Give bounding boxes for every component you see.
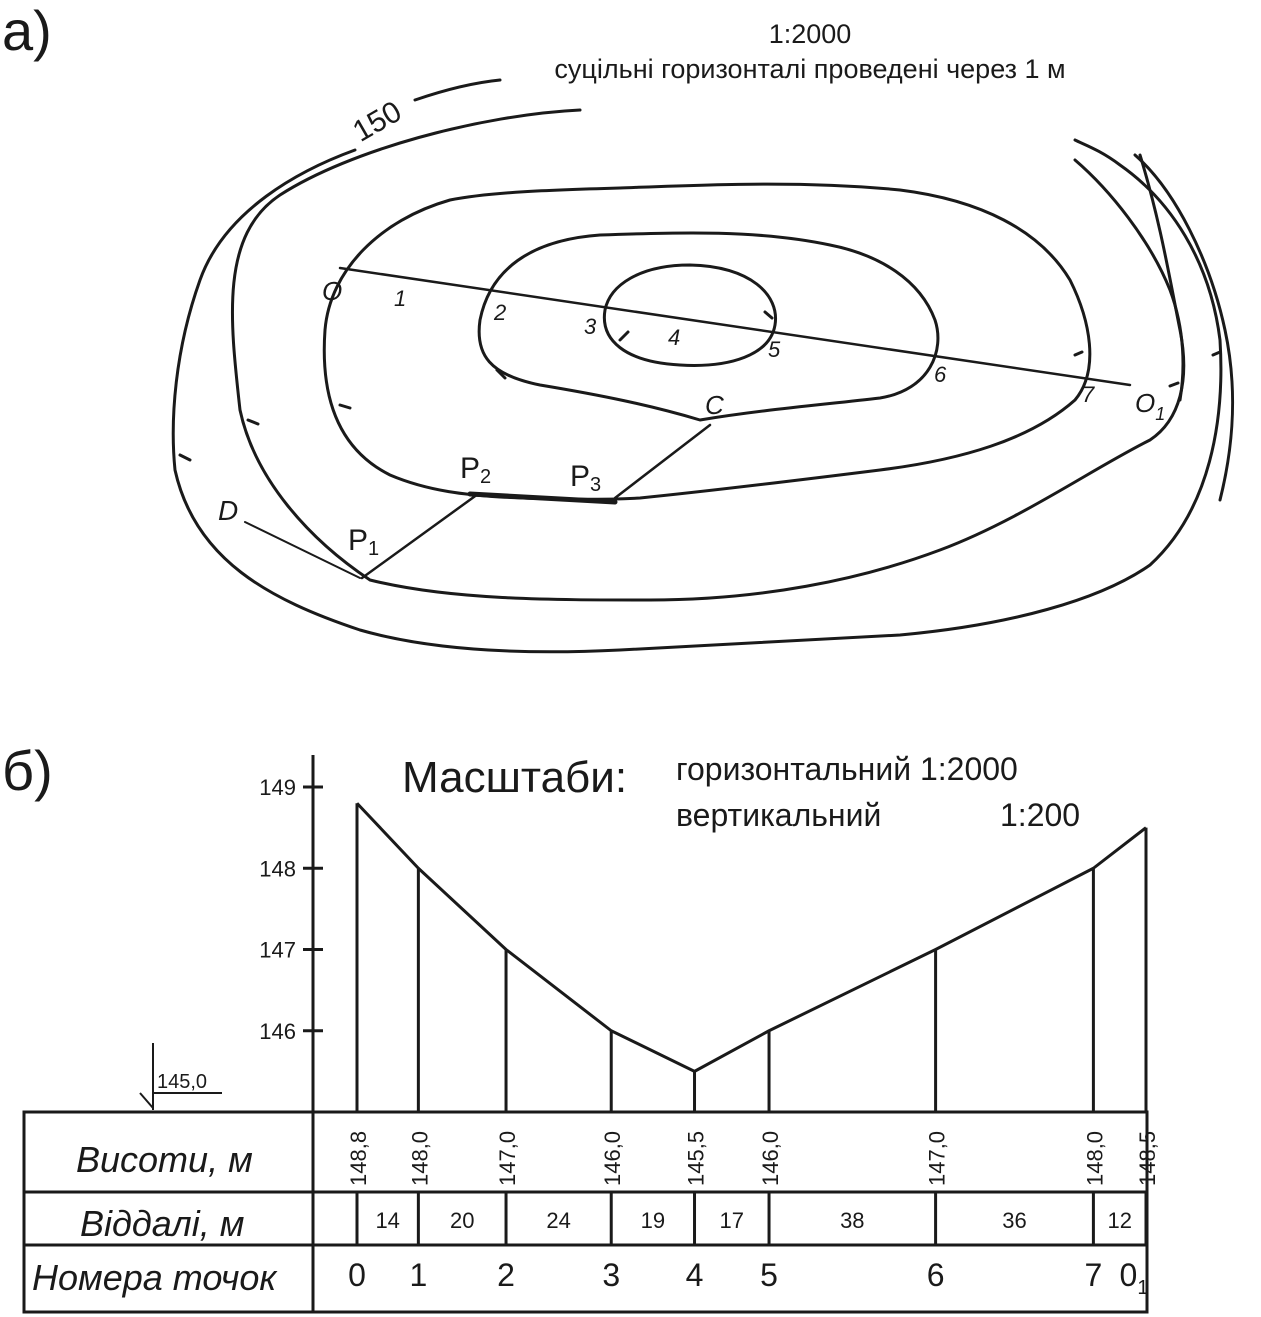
label-o1-sub: 1 [1155,404,1165,424]
contour-right-outer [1133,153,1235,502]
label-p3: P3 [570,460,601,496]
distance-label-4: 17 [720,1208,744,1233]
y-tick-label-147: 147 [259,938,296,963]
label-num-4: 4 [668,325,680,350]
part-a-label: а) [2,0,52,62]
point-number-3: 3 [602,1257,620,1293]
elevation-label-5: 146,0 [758,1131,783,1186]
contour-right-outer-2 [1073,158,1185,402]
scale-horizontal: горизонтальний 1:2000 [676,751,1018,787]
point-number-4: 4 [686,1257,704,1293]
distance-label-2: 24 [546,1208,570,1233]
profile-verticals [355,803,1148,1112]
point-number-5: 5 [760,1257,778,1293]
point-number-8: 01 [1120,1257,1149,1299]
label-p2: P2 [460,452,491,488]
segment-p2-p3 [467,491,618,505]
point-number-sub-8: 1 [1137,1277,1148,1299]
profile-elevation-line [355,802,1147,1073]
contour-2 [230,108,1186,602]
elevation-label-1: 148,0 [407,1131,432,1186]
part-b-label: б) [2,739,53,802]
elevation-label-6: 147,0 [925,1131,950,1186]
slope-ticks [178,310,1222,462]
label-num-1: 1 [394,286,406,311]
row-label-numbers: Номера точок [32,1257,278,1298]
datum-marker [139,1043,222,1110]
line-d [244,521,361,579]
elevation-label-4: 145,5 [684,1131,709,1186]
label-num-7: 7 [1082,382,1095,407]
contour-150 [171,138,1223,654]
row-label-distances: Віддалі, м [80,1203,244,1244]
point-number-0: 0 [348,1257,366,1293]
profile-line [338,266,1132,387]
y-axis: 146 147 148 149 [259,755,323,1112]
label-p1: P1 [348,524,379,560]
contour-4 [477,231,940,422]
label-num-6: 6 [934,362,947,387]
distance-labels: 14 20 24 19 17 38 36 12 [375,1208,1132,1233]
distance-label-3: 19 [641,1208,665,1233]
y-tick-label-148: 148 [259,856,296,881]
label-c: C [705,390,724,420]
datum-label: 145,0 [157,1071,207,1093]
distance-label-6: 36 [1002,1208,1026,1233]
label-p2-sub: 2 [480,466,491,488]
map-scale: 1:2000 [769,19,852,49]
point-number-6: 6 [927,1257,945,1293]
y-tick-label-146: 146 [259,1019,296,1044]
distance-label-7: 12 [1107,1208,1131,1233]
line-p1-p2 [360,492,480,580]
distance-label-0: 14 [375,1208,399,1233]
elevation-label-3: 146,0 [600,1131,625,1186]
distance-dividers [355,1192,1148,1245]
elevation-label-0: 148,8 [346,1131,371,1186]
contour-150-tail [413,78,502,102]
distance-label-5: 38 [840,1208,864,1233]
contour-label-150: 150 [347,95,407,149]
label-p3-sub: 3 [590,474,601,496]
label-d: D [218,495,238,526]
scale-vertical-value: 1:200 [1000,797,1080,833]
contour-5 [602,263,778,367]
y-tick-label-149: 149 [259,775,296,800]
label-o1: O1 [1135,388,1165,424]
contour-3 [322,182,1092,501]
elevation-labels: 148,8 148,0 147,0 146,0 145,5 146,0 147,0 148,0… [346,1131,1160,1186]
label-num-5: 5 [768,337,781,362]
scale-vertical-label: вертикальний [676,797,881,833]
contour-map [171,78,1235,654]
elevation-label-8: 148,5 [1135,1131,1160,1186]
row-label-heights: Висоти, м [76,1139,253,1180]
label-o: O [322,276,342,306]
label-num-3: 3 [584,314,597,339]
point-number-7: 7 [1085,1257,1103,1293]
contour-note: суцільні горизонталі проведені через 1 м [554,54,1065,84]
elevation-label-2: 147,0 [495,1131,520,1186]
point-number-2: 2 [497,1257,515,1293]
scales-title: Масштаби: [402,753,627,802]
point-number-1: 1 [409,1257,427,1293]
label-num-2: 2 [493,300,506,325]
distance-label-1: 20 [450,1208,474,1233]
map-labels: O O1 1 2 3 4 5 6 7 C D P1 P2 P3 [218,276,1165,560]
line-p3-c [613,423,712,500]
label-p1-sub: 1 [368,538,379,560]
elevation-label-7: 148,0 [1082,1131,1107,1186]
